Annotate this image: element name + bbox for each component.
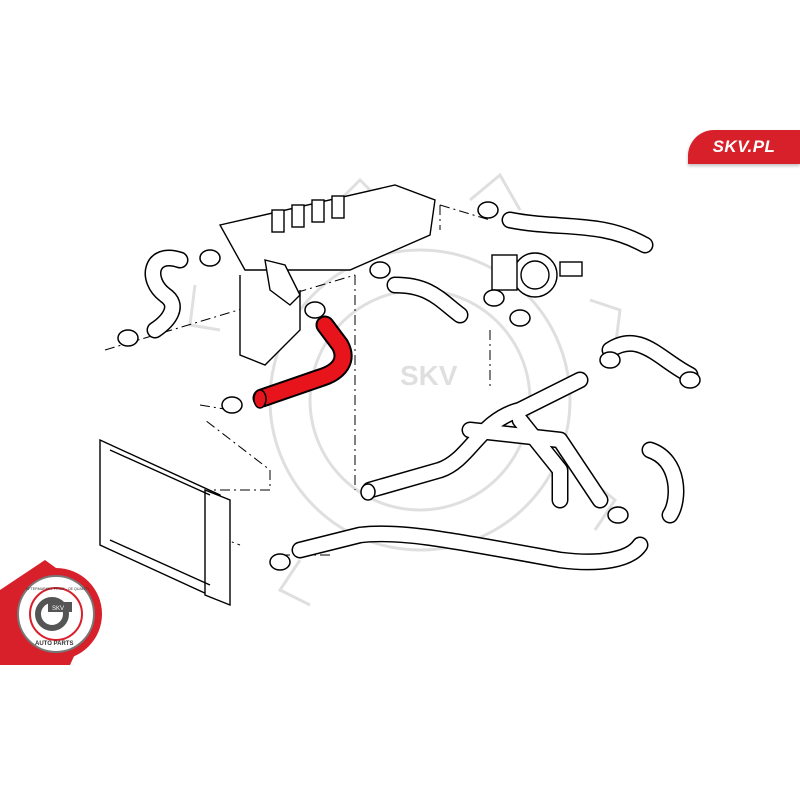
brand-site-tab[interactable]: SKV.PL [688,130,800,164]
engine-block [218,184,436,366]
seal-top-text: AFTERMARKET PRICE - OE QUALITY [26,587,90,591]
highlighted-coolant-hose [252,315,353,409]
throttle-body [491,252,583,298]
seal-bottom-text: AUTO PARTS [35,641,73,647]
seal-center-text: SKV [52,606,64,612]
skv-auto-parts-seal: SKV AUTO PARTS AFTERMARKET PRICE - OE QU… [0,560,102,665]
hoses [144,211,699,571]
radiator [99,438,231,607]
watermark-text: SKV [400,360,458,391]
brand-site-label: SKV.PL [712,137,776,156]
hose-clamps [117,201,701,571]
